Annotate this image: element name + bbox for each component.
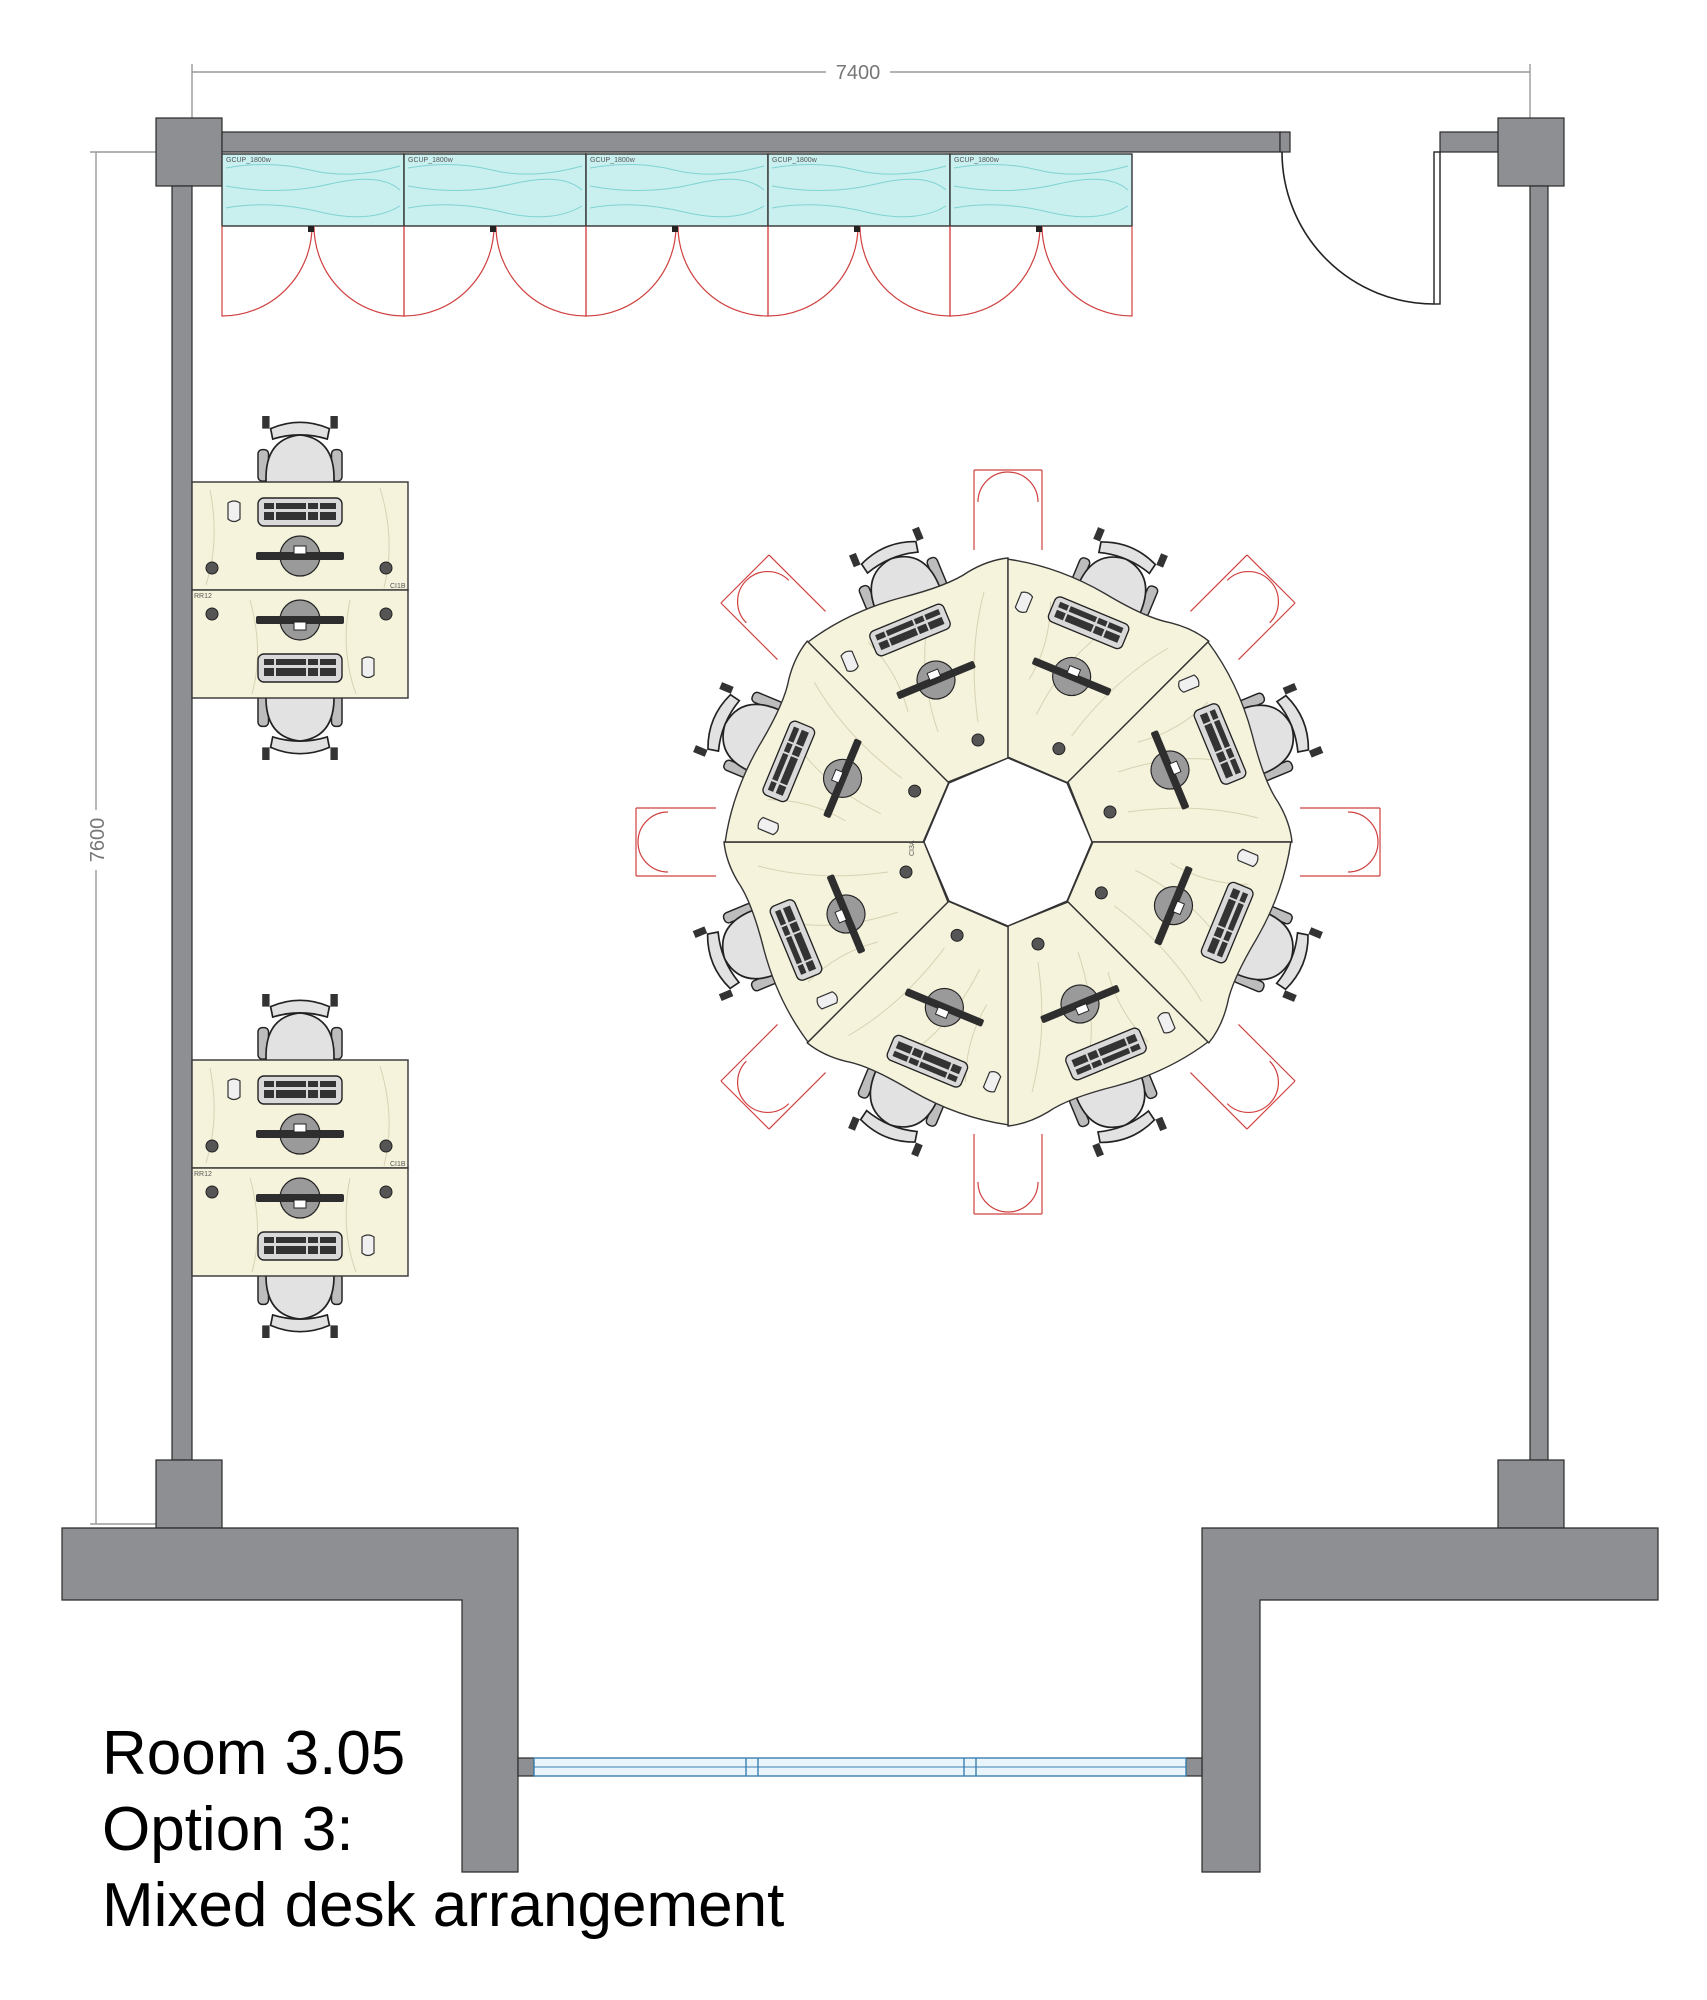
plan-caption: Room 3.05 Option 3: Mixed desk arrangeme… bbox=[102, 1716, 784, 1944]
storage-cabinet: GCUP_1800w bbox=[221, 153, 405, 317]
desk-tag: CI1B bbox=[390, 583, 406, 590]
desk-pair-lower: RR12 CI1B bbox=[191, 993, 409, 1339]
wall-bottom-left bbox=[61, 1527, 519, 1873]
caption-description: Mixed desk arrangement bbox=[102, 1871, 785, 1940]
height-dimension-label: 7600 bbox=[87, 818, 109, 863]
entrance-door bbox=[1281, 151, 1441, 305]
height-dimension: 7600 bbox=[87, 151, 170, 1525]
width-dimension-label: 7400 bbox=[836, 62, 881, 84]
desk-tag: RR12 bbox=[194, 593, 212, 600]
storage-cabinets: GCUP_1800w GCUP_1800w GCUP_1800w bbox=[221, 153, 1133, 317]
cabinet-tag: GCUP_1800w bbox=[954, 157, 1000, 164]
cabinet-tag: GCUP_1800w bbox=[590, 157, 636, 164]
column-top-left bbox=[155, 117, 223, 187]
column-bottom-right bbox=[1497, 1459, 1565, 1529]
cabinet-tag: GCUP_1800w bbox=[772, 157, 818, 164]
caption-option: Option 3: bbox=[102, 1795, 354, 1864]
desk-tag: CI3A bbox=[909, 840, 916, 856]
width-dimension: 7400 bbox=[191, 62, 1531, 120]
octagonal-desk-segment bbox=[806, 469, 1043, 783]
cabinet-tag: GCUP_1800w bbox=[226, 157, 272, 164]
storage-cabinet: GCUP_1800w bbox=[585, 153, 769, 317]
column-top-right bbox=[1497, 117, 1565, 187]
wall-right bbox=[1529, 185, 1549, 1461]
wall-top-left bbox=[221, 131, 1281, 153]
column-bottom-left bbox=[155, 1459, 223, 1529]
window-jamb-right bbox=[1185, 1757, 1203, 1777]
storage-cabinet: GCUP_1800w bbox=[767, 153, 951, 317]
central-void bbox=[923, 757, 1093, 927]
desk-pair-upper: RR12 CI1B bbox=[191, 415, 409, 761]
wall-left bbox=[171, 185, 193, 1461]
wall-top-right bbox=[1439, 131, 1503, 153]
walls bbox=[61, 117, 1659, 1873]
window bbox=[533, 1757, 1187, 1777]
desk-tag: RR12 bbox=[194, 1171, 212, 1178]
storage-cabinet: GCUP_1800w bbox=[949, 153, 1133, 317]
desk-tag: CI1B bbox=[390, 1161, 406, 1168]
wall-bottom-right bbox=[1201, 1527, 1659, 1873]
octagonal-desk-cluster: CI3A bbox=[604, 438, 1413, 1247]
storage-cabinet: GCUP_1800w bbox=[403, 153, 587, 317]
cabinet-tag: GCUP_1800w bbox=[408, 157, 454, 164]
door-jamb-left bbox=[1279, 131, 1291, 153]
caption-room: Room 3.05 bbox=[102, 1719, 406, 1788]
